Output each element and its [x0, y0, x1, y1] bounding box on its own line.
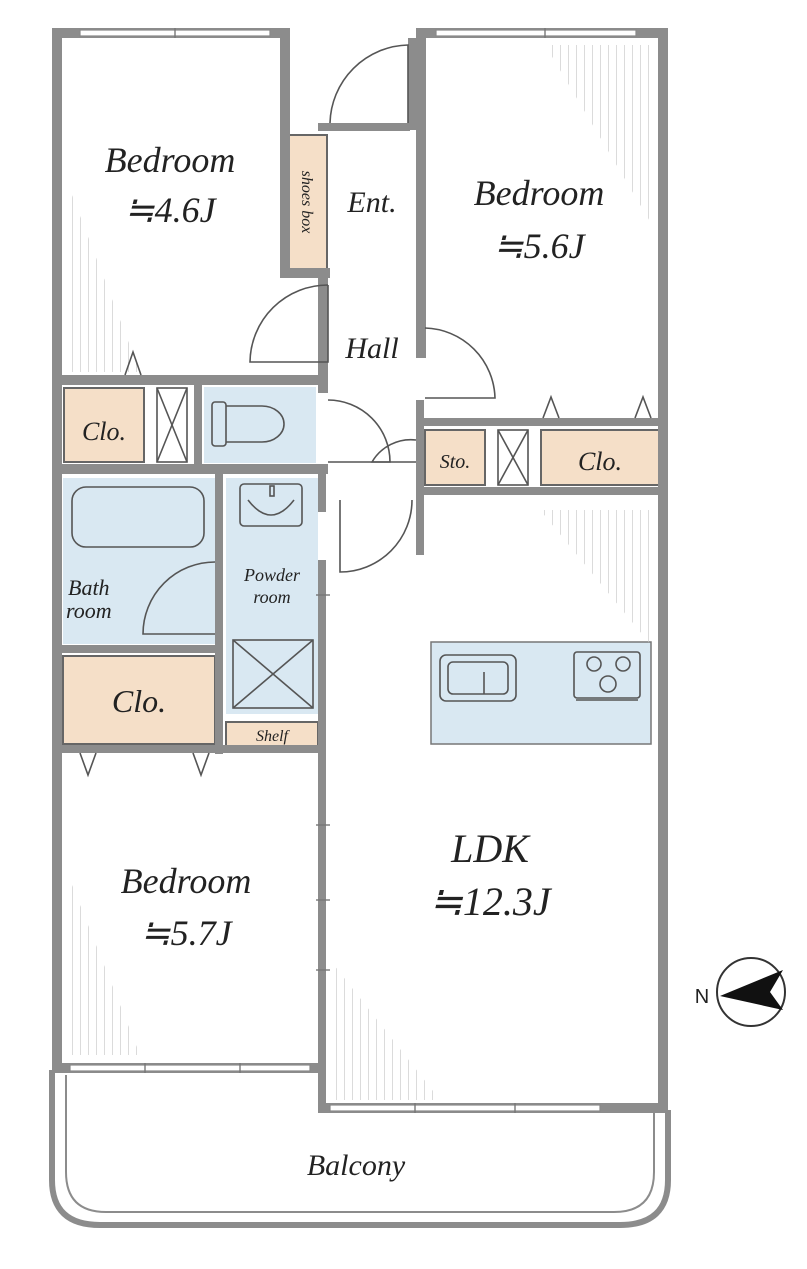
ldk-size: ≒12.3J [429, 879, 553, 924]
washer-pan-icon [232, 639, 314, 709]
shelf-label: Shelf [256, 728, 291, 745]
storage-areas [62, 134, 660, 750]
kitchen-sink-icon [439, 654, 517, 702]
bathroom [63, 478, 215, 644]
bedroom-ne-size: ≒5.6J [493, 226, 586, 266]
doors [79, 44, 652, 778]
bedroom-ne-name: Bedroom [474, 173, 605, 213]
bathtub-icon [71, 486, 205, 548]
north-arrow-icon [720, 970, 783, 1010]
bedroom-sw-size: ≒5.7J [140, 913, 233, 953]
shoes-box [288, 134, 328, 271]
shoes-box-label: shoes box [298, 171, 315, 234]
closet-east-label: Clo. [578, 447, 622, 476]
closet-west [63, 387, 145, 463]
window-hatching [70, 45, 655, 1100]
bedroom-nw-size: ≒4.6J [124, 190, 217, 230]
bath-label-line2: room [66, 598, 112, 623]
windows [69, 28, 637, 1113]
powder-label-line2: room [253, 587, 290, 607]
balcony-label: Balcony [307, 1149, 406, 1182]
toilet-icon [211, 401, 227, 447]
entrance-label: Ent. [346, 186, 396, 219]
closet-west-label: Clo. [82, 417, 126, 446]
closet-southwest [62, 655, 216, 745]
stove-icon [573, 651, 641, 699]
compass: N [695, 957, 786, 1027]
sink-icon [239, 483, 303, 527]
hall-label: Hall [344, 332, 398, 365]
storage-label: Sto. [440, 451, 471, 473]
bedroom-sw-name: Bedroom [121, 861, 252, 901]
storage-closet [424, 429, 486, 486]
kitchen-counter [430, 641, 652, 745]
closet-east [540, 429, 660, 486]
fixtures [71, 387, 641, 709]
powder-label-line1: Powder [243, 565, 301, 585]
compass-north-letter: N [695, 986, 709, 1008]
toilet-bowl-icon [226, 405, 285, 443]
bedroom-nw-name: Bedroom [105, 140, 236, 180]
closet-southwest-label: Clo. [112, 683, 166, 719]
toilet-room [204, 387, 316, 463]
ldk-name: LDK [450, 826, 531, 871]
balcony: Balcony [49, 1070, 671, 1228]
bath-label-line1: Bath [68, 575, 110, 600]
room-labels: Bedroom ≒4.6J Bedroom ≒5.6J Bedroom ≒5.7… [66, 140, 622, 953]
